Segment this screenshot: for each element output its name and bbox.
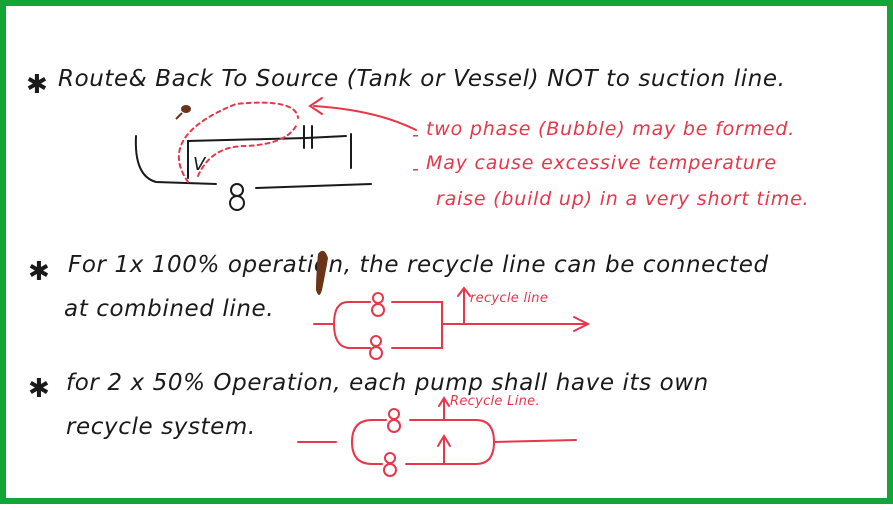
discharge-line xyxy=(493,439,577,443)
section1-title: Route& Back To Source (Tank or Vessel) N… xyxy=(58,66,786,92)
ink-smudge xyxy=(181,105,191,113)
tank-outline-left xyxy=(134,135,217,185)
note-excessive-temperature: May cause excessive temperature xyxy=(426,152,777,174)
arrow-up xyxy=(437,434,451,447)
orifice-symbol xyxy=(303,125,313,149)
pump-symbol xyxy=(229,183,245,211)
ink-smudge-tail xyxy=(175,112,183,120)
ink-smudge-2 xyxy=(316,250,328,295)
pump-symbol xyxy=(369,292,385,360)
suction-split xyxy=(332,301,349,349)
valve-label: V xyxy=(193,154,206,175)
recycle-return-line xyxy=(187,135,347,179)
combined-line-diagram xyxy=(313,286,591,360)
section3-text-line1: for 2 x 50% Operation, each pump shall h… xyxy=(66,370,709,396)
diagram-sketches xyxy=(134,97,591,477)
callout-arrow xyxy=(308,97,417,131)
pump-symbol xyxy=(383,408,401,477)
bullet-3: ✱ xyxy=(28,374,50,404)
discharge-collector xyxy=(405,419,496,465)
section3-text-line2: recycle system. xyxy=(66,414,256,440)
note-marker-1: - xyxy=(412,124,420,146)
bullet-1: ✱ xyxy=(26,70,48,100)
section2-text-line2: at combined line. xyxy=(64,296,275,322)
discharge-collector xyxy=(391,301,443,349)
arrow-up xyxy=(438,396,450,407)
individual-recycle-diagram xyxy=(297,396,577,477)
source-recycle-diagram xyxy=(134,125,372,211)
wrong-recycle-dashed xyxy=(178,101,299,183)
bullet-2: ✱ xyxy=(28,257,50,287)
arrow-up xyxy=(457,286,471,297)
suction-split xyxy=(350,419,373,465)
discharge-line xyxy=(255,183,372,189)
section2-text-line1: For 1x 100% operation, the recycle line … xyxy=(68,252,769,278)
note-marker-2: - xyxy=(412,158,420,180)
recycle-line-label-1: recycle line xyxy=(470,291,549,306)
note-two-phase: two phase (Bubble) may be formed. xyxy=(426,118,796,140)
recycle-line-label-2: Recycle Line. xyxy=(450,394,540,409)
arrow-right xyxy=(573,316,591,332)
note-raise-build-up: raise (build up) in a very short time. xyxy=(436,188,810,210)
